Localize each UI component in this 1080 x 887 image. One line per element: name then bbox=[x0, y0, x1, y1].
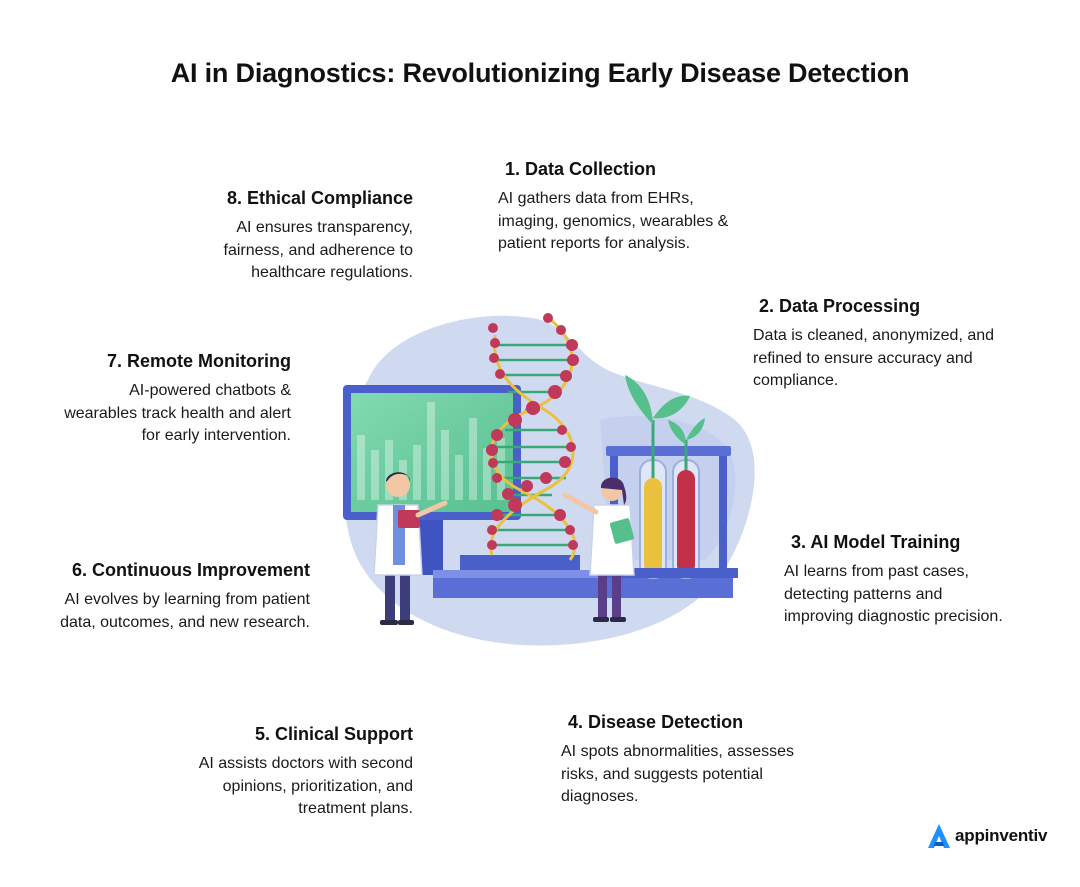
step-2-data-processing: 2. Data Processing Data is cleaned, anon… bbox=[753, 295, 1003, 393]
monitor-icon bbox=[343, 385, 521, 575]
step-description: AI-powered chatbots & wearables track he… bbox=[64, 382, 291, 444]
step-heading: 4. Disease Detection bbox=[568, 712, 744, 732]
step-8-ethical-compliance: 8. Ethical Compliance AI ensures transpa… bbox=[183, 187, 413, 285]
step-description: Data is cleaned, anonymized, and refined… bbox=[753, 327, 995, 389]
step-heading: 1. Data Collection bbox=[505, 159, 657, 179]
plant-sprout-icon bbox=[625, 375, 705, 478]
step-heading: 7. Remote Monitoring bbox=[107, 351, 291, 371]
step-heading: 3. AI Model Training bbox=[791, 532, 961, 552]
step-heading: 8. Ethical Compliance bbox=[226, 188, 413, 208]
brand-logo: appinventiv bbox=[926, 822, 1047, 850]
brand-name: appinventiv bbox=[955, 826, 1048, 845]
step-1-data-collection: 1. Data Collection AI gathers data from … bbox=[498, 158, 758, 256]
step-description: AI gathers data from EHRs, imaging, geno… bbox=[498, 190, 729, 252]
step-heading: 5. Clinical Support bbox=[254, 724, 413, 744]
step-heading: 2. Data Processing bbox=[759, 296, 921, 316]
step-description: AI ensures transparency, fairness, and a… bbox=[223, 219, 413, 281]
step-4-disease-detection: 4. Disease Detection AI spots abnormalit… bbox=[561, 711, 811, 809]
step-7-remote-monitoring: 7. Remote Monitoring AI-powered chatbots… bbox=[60, 350, 291, 448]
step-description: AI learns from past cases, detecting pat… bbox=[784, 563, 1003, 625]
doctor-icon bbox=[373, 472, 448, 625]
step-heading: 6. Continuous Improvement bbox=[71, 560, 310, 580]
dna-helix-icon bbox=[486, 313, 579, 561]
page-title: AI in Diagnostics: Revolutionizing Early… bbox=[170, 58, 910, 88]
appinventiv-logo-icon bbox=[928, 824, 950, 848]
step-5-clinical-support: 5. Clinical Support AI assists doctors w… bbox=[153, 723, 413, 821]
scientist-icon bbox=[562, 477, 635, 622]
step-description: AI assists doctors with second opinions,… bbox=[198, 755, 413, 817]
step-description: AI evolves by learning from patient data… bbox=[60, 591, 310, 631]
step-6-continuous-improvement: 6. Continuous Improvement AI evolves by … bbox=[30, 559, 310, 634]
step-3-ai-model-training: 3. AI Model Training AI learns from past… bbox=[784, 531, 1014, 629]
step-description: AI spots abnormalities, assesses risks, … bbox=[561, 743, 794, 805]
